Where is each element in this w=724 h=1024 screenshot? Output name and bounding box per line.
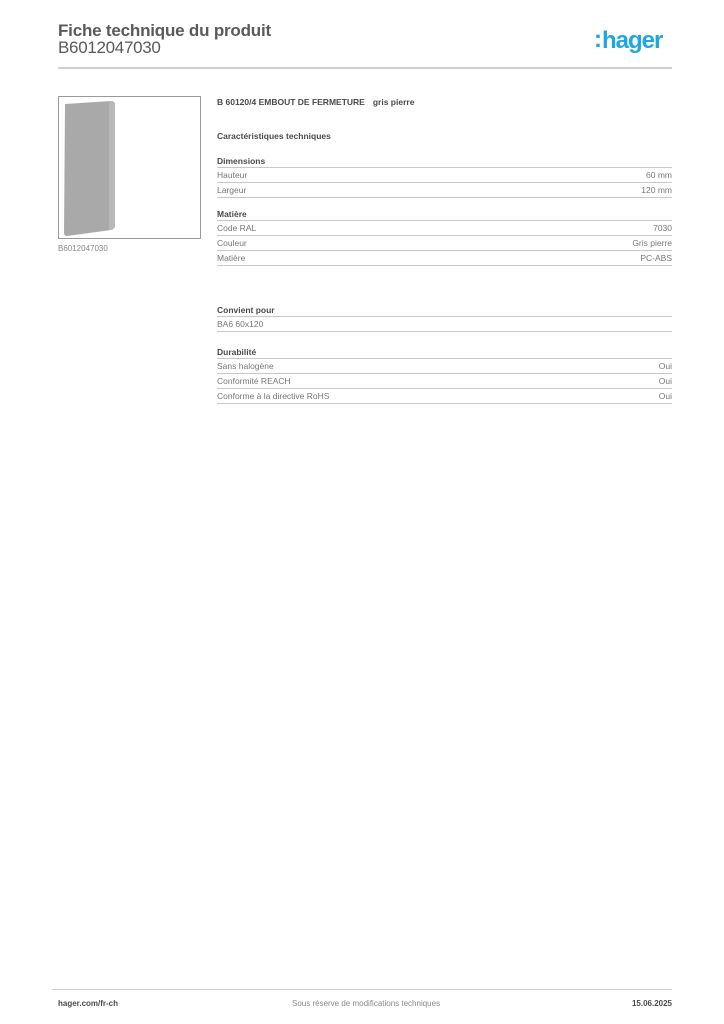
row-value: 120 mm bbox=[641, 185, 672, 195]
group-title: Dimensions bbox=[217, 155, 672, 168]
hager-logo: :hager bbox=[594, 26, 663, 55]
image-caption: B6012047030 bbox=[58, 244, 108, 253]
table-row: BA6 60x120 bbox=[217, 317, 672, 332]
table-row: Largeur 120 mm bbox=[217, 183, 672, 198]
footer-disclaimer: Sous réserve de modifications techniques bbox=[292, 999, 441, 1008]
row-label: Conforme à la directive RoHS bbox=[217, 391, 330, 401]
product-title: B 60120/4 EMBOUT DE FERMETURE gris pierre bbox=[217, 97, 414, 107]
row-value: 60 mm bbox=[646, 170, 672, 180]
row-label: BA6 60x120 bbox=[217, 319, 264, 329]
row-label: Hauteur bbox=[217, 170, 248, 180]
product-image bbox=[58, 96, 201, 239]
row-value: Gris pierre bbox=[632, 238, 672, 248]
row-label: Matière bbox=[217, 253, 246, 263]
group-title: Convient pour bbox=[217, 304, 672, 317]
logo-text: hager bbox=[602, 27, 663, 54]
row-label: Conformité REACH bbox=[217, 376, 291, 386]
row-value: Oui bbox=[658, 376, 672, 386]
row-value: Oui bbox=[658, 361, 672, 371]
table-row: Sans halogène Oui bbox=[217, 359, 672, 374]
table-row: Conformité REACH Oui bbox=[217, 374, 672, 389]
product-name: B 60120/4 EMBOUT DE FERMETURE bbox=[217, 97, 365, 107]
table-row: Code RAL 7030 bbox=[217, 221, 672, 236]
table-row: Hauteur 60 mm bbox=[217, 168, 672, 183]
logo-colon-mark: : bbox=[594, 26, 602, 53]
row-label: Largeur bbox=[217, 185, 247, 195]
row-value: PC-ABS bbox=[640, 253, 672, 263]
footer-date: 15.06.2025 bbox=[631, 999, 672, 1008]
product-variant: gris pierre bbox=[372, 97, 415, 107]
group-title: Matière bbox=[217, 208, 672, 221]
group-dimensions: Dimensions Hauteur 60 mm Largeur 120 mm bbox=[217, 155, 672, 198]
characteristics-title: Caractéristiques techniques bbox=[217, 131, 331, 141]
row-label: Sans halogène bbox=[217, 361, 274, 371]
page-title: Fiche technique du produit bbox=[58, 21, 271, 40]
row-value: 7030 bbox=[653, 223, 672, 233]
row-value: Oui bbox=[658, 391, 672, 401]
table-row: Couleur Gris pierre bbox=[217, 236, 672, 251]
footer-divider bbox=[52, 989, 672, 990]
product-reference: B6012047030 bbox=[58, 38, 161, 57]
row-label: Code RAL bbox=[217, 223, 257, 233]
table-row: Conforme à la directive RoHS Oui bbox=[217, 389, 672, 404]
row-label: Couleur bbox=[217, 238, 247, 248]
group-title: Durabilité bbox=[217, 346, 672, 359]
header-divider bbox=[58, 67, 672, 69]
footer-website-link[interactable]: hager.com/fr-ch bbox=[58, 999, 119, 1008]
group-compatible-with: Convient pour BA6 60x120 bbox=[217, 304, 672, 332]
table-row: Matière PC-ABS bbox=[217, 251, 672, 266]
product-end-cap-image-icon bbox=[64, 101, 115, 236]
